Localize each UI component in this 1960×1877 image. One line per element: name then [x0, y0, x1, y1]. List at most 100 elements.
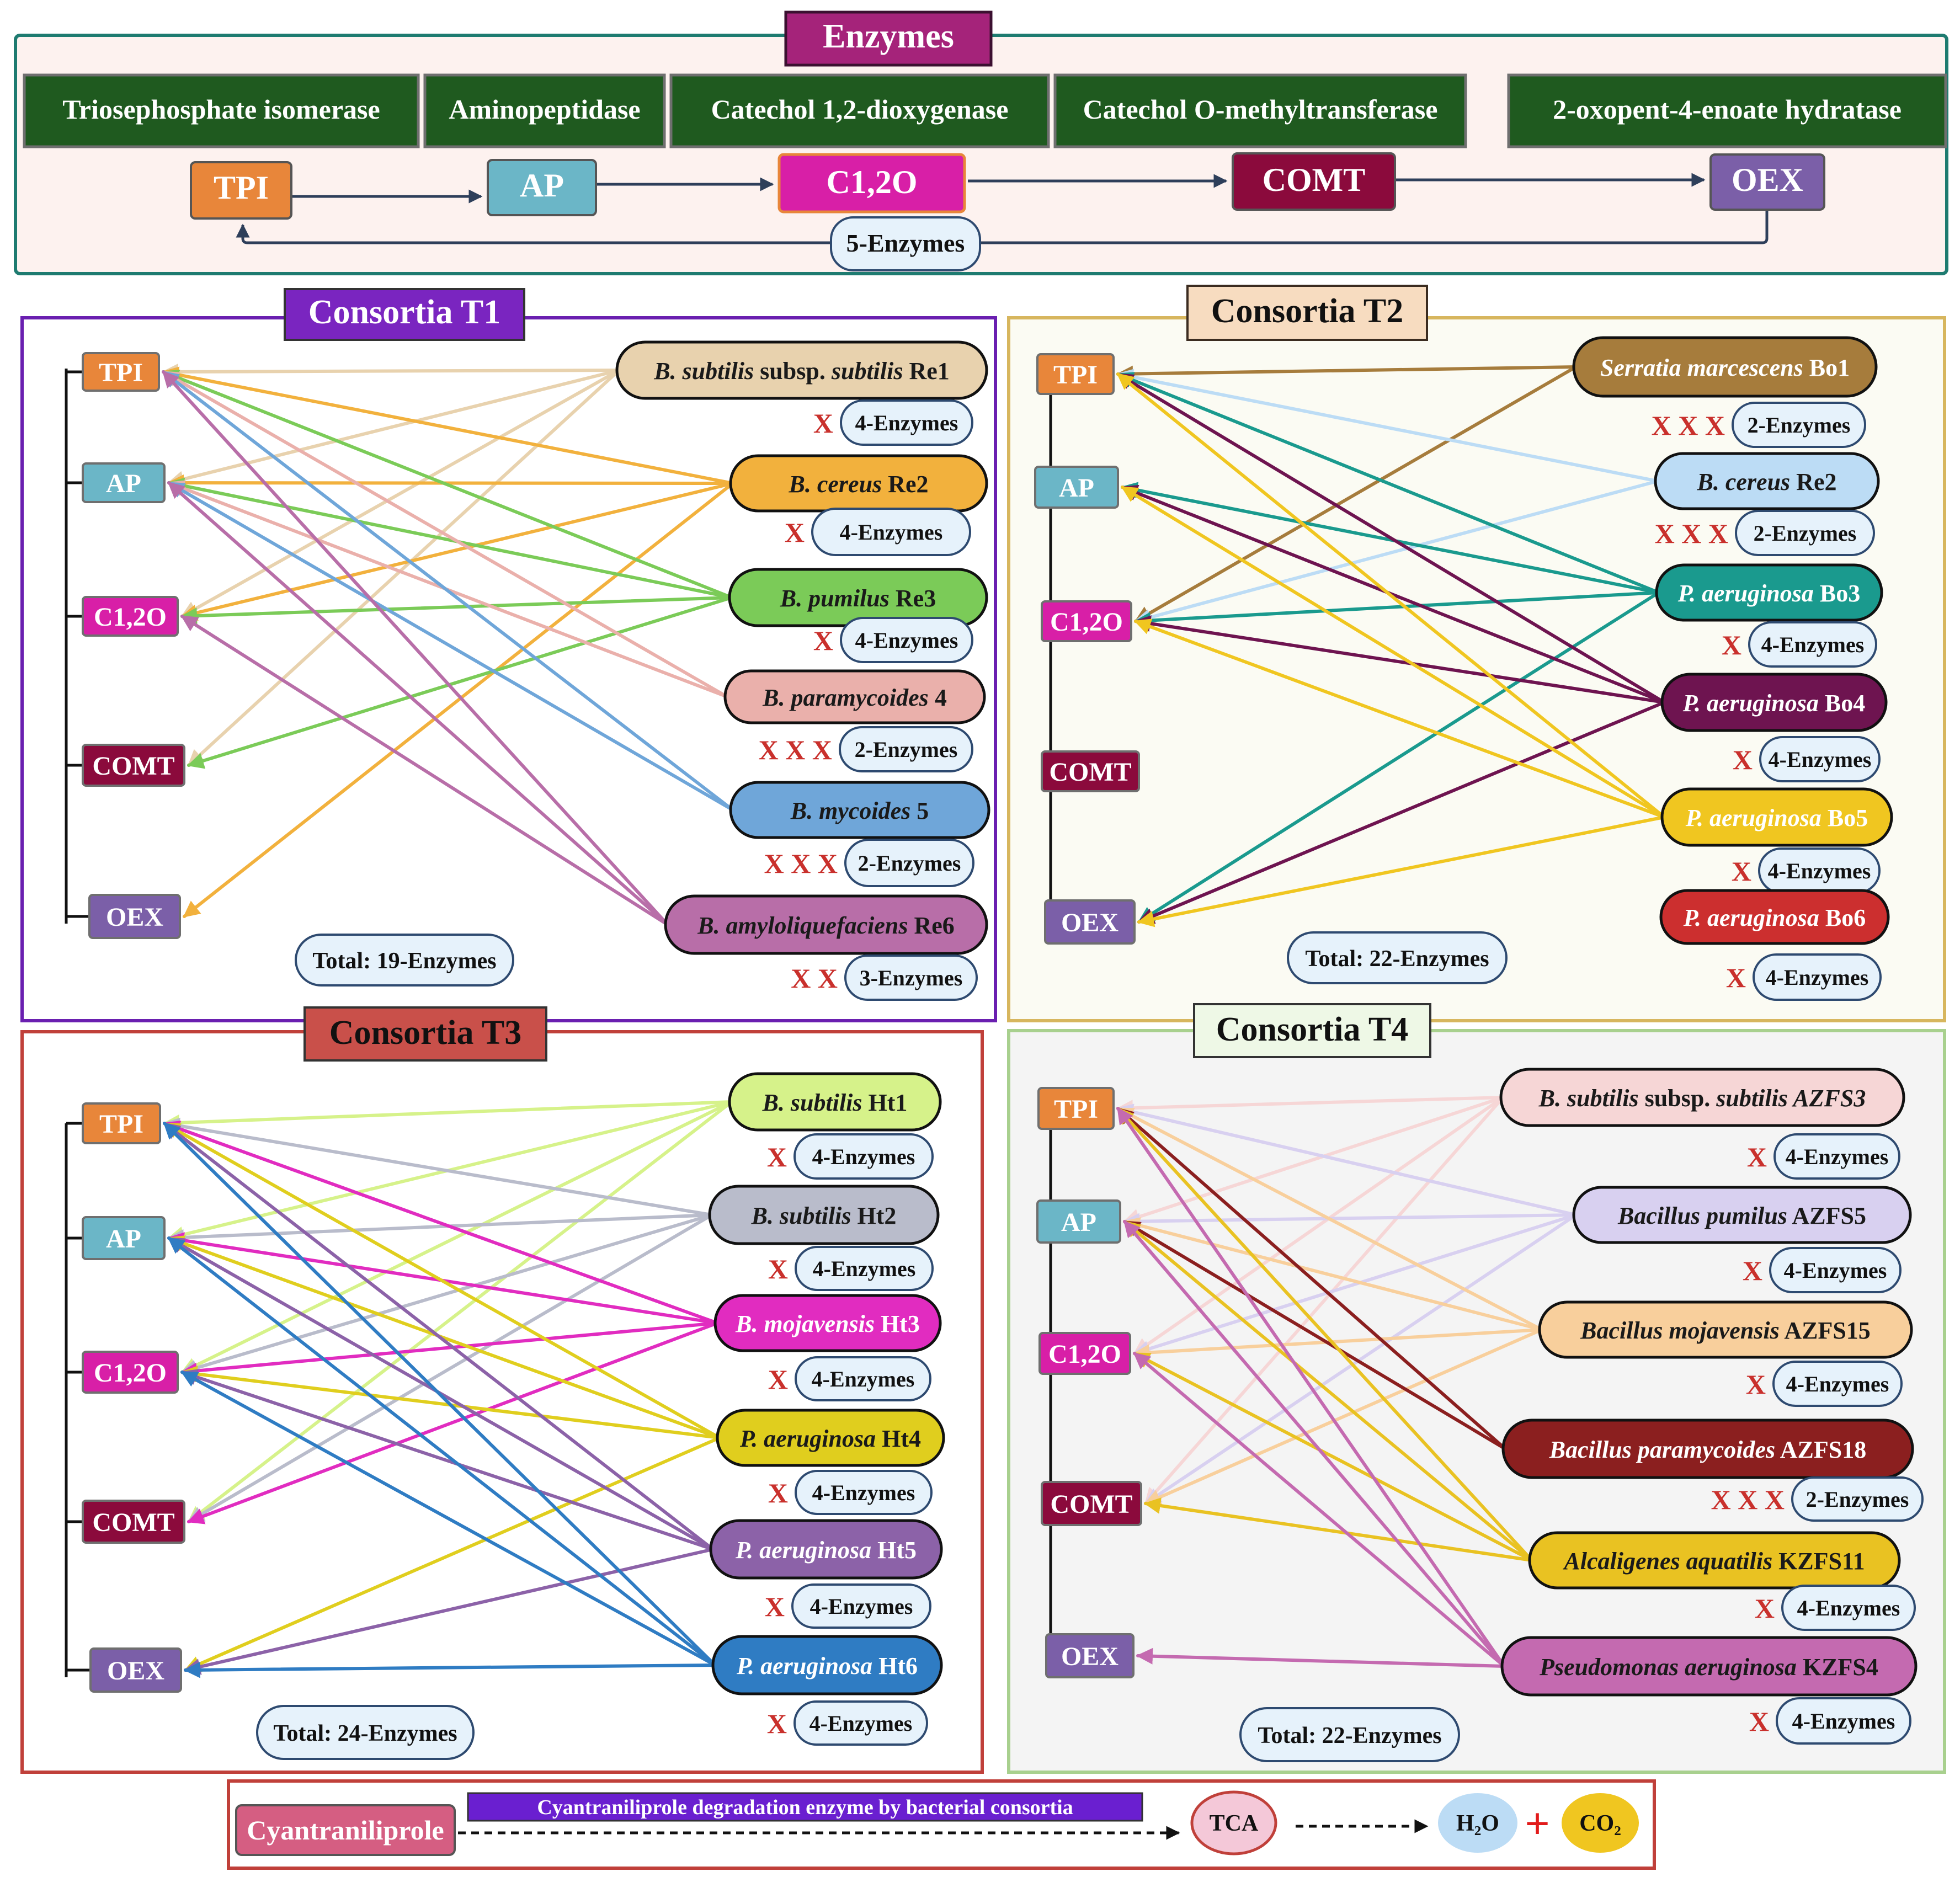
link-strain-1-to-tpi	[163, 1100, 733, 1131]
link-strain-6-to-ap	[1123, 1220, 1506, 1668]
link-strain-5-to-ap	[1121, 486, 1666, 819]
enzyme-node-tpi	[82, 1102, 161, 1144]
strain-box	[711, 1635, 943, 1695]
link-strain-5-to-ap	[167, 481, 734, 812]
enzyme-flow: TPI AP C1,2O COMT OEX 5-Enzymes	[190, 152, 1825, 271]
enzyme-count-label: 3-Enzymes	[860, 966, 963, 990]
enzyme-node-label: COMT	[1049, 758, 1131, 787]
link-strain-3-to-ap	[1121, 482, 1660, 594]
strain-name: P. aeruginosa Bo5	[1685, 804, 1868, 831]
panel-t4-title-box	[1193, 1003, 1431, 1058]
enzyme-node-label: COMT	[92, 751, 174, 781]
enzyme-node-ap	[82, 462, 166, 503]
enzyme-node-tpi	[1037, 1087, 1115, 1130]
total-label: Total: 19-Enzymes	[312, 948, 496, 974]
link-strain-1-to-c12o	[1134, 365, 1578, 623]
enzyme-count-label: 4-Enzymes	[1786, 1144, 1889, 1169]
missing-enzyme-marks: X	[1746, 1369, 1766, 1400]
strain-name: P. aeruginosa Bo4	[1682, 690, 1866, 717]
full-name-ap: Aminopeptidase	[449, 94, 640, 125]
link-strain-4-to-tpi	[1116, 1107, 1507, 1451]
strain-name: P. aeruginosa Bo6	[1683, 904, 1866, 931]
full-name-comt: Catechol O-methyltransferase	[1083, 94, 1438, 125]
link-strain-1-to-ap	[1123, 1096, 1505, 1225]
enzyme-count-badge	[844, 955, 978, 1001]
enzyme-count-badge	[1748, 621, 1877, 668]
link-strain-3-to-c12o	[1133, 1328, 1543, 1361]
enzyme-node-comt	[1041, 750, 1140, 792]
link-strain-4-to-tpi	[1116, 372, 1666, 704]
link-strain-2-to-c12o	[1134, 479, 1659, 626]
missing-enzyme-marks: X X X	[764, 848, 838, 879]
link-strain-6-to-tpi	[1116, 1107, 1506, 1668]
link-strain-2-to-tpi	[162, 366, 734, 485]
link-strain-5-to-ap	[1123, 1220, 1533, 1562]
panel-t2-title: Consortia T2	[1211, 292, 1404, 330]
link-strain-4-to-tpi	[162, 370, 729, 698]
enzyme-node-label: OEX	[106, 903, 163, 932]
link-strain-6-to-oex	[184, 1661, 717, 1678]
missing-enzyme-marks: X X X	[1652, 410, 1725, 441]
enzymes-panel: Enzymes Triosephosphate isomerase Aminop…	[14, 10, 1948, 275]
strain-name: B. subtilis Ht2	[751, 1202, 897, 1229]
link-strain-1-to-comt	[187, 1100, 733, 1523]
missing-enzyme-marks: X	[768, 1254, 788, 1284]
strain-box	[1538, 1300, 1913, 1359]
enzyme-node-label: AP	[106, 469, 141, 498]
enzyme-node-label: TPI	[99, 358, 143, 387]
link-strain-2-to-ap	[1123, 1213, 1578, 1230]
enzyme-count-label: 4-Enzymes	[840, 520, 943, 545]
enzyme-count-label: 2-Enzymes	[858, 851, 961, 876]
enzyme-node-comt	[82, 744, 185, 787]
link-strain-2-to-tpi	[163, 1117, 713, 1217]
strain-name: Pseudomonas aeruginosa KZFS4	[1539, 1654, 1878, 1681]
enzyme-count-badge	[839, 726, 973, 772]
link-strain-6-to-c12o	[180, 615, 669, 926]
enzyme-node-ap	[82, 1216, 166, 1260]
link-strain-5-to-oex	[184, 1548, 715, 1675]
panel-t1-title-box	[284, 288, 525, 341]
enzymes-title-box	[784, 10, 993, 67]
enzyme-count-badge	[793, 1700, 928, 1746]
link-strain-1-to-comt	[1144, 1096, 1505, 1505]
enzyme-node-tpi	[1036, 353, 1115, 395]
connection-lines	[1116, 1096, 1578, 1668]
link-strain-3-to-ap	[167, 477, 733, 599]
co2-node	[1562, 1793, 1639, 1853]
link-strain-5-to-tpi	[163, 1122, 715, 1551]
link-strain-5-to-tpi	[1116, 372, 1666, 819]
link-strain-3-to-c12o	[180, 596, 733, 625]
enzyme-count-label: 4-Enzymes	[1797, 1596, 1900, 1620]
strain-name: P. aeruginosa Ht4	[739, 1425, 921, 1452]
connection-lines	[1116, 365, 1666, 927]
enzyme-node-label: C1,2O	[94, 602, 167, 632]
strain-name: P. aeruginosa Ht6	[736, 1652, 918, 1679]
strain-box	[1654, 452, 1880, 510]
enzyme-node-c12o	[1038, 1332, 1131, 1375]
strain-box	[723, 669, 986, 724]
enzyme-count-badge	[1769, 1247, 1902, 1293]
enzyme-count-badge	[1776, 1697, 1911, 1745]
total-badge	[256, 1705, 475, 1760]
strain-name: Bacillus mojavensis AZFS15	[1580, 1317, 1871, 1344]
missing-enzyme-marks: X	[1722, 630, 1741, 660]
tca-label: TCA	[1210, 1811, 1259, 1836]
link-strain-3-to-tpi	[1116, 372, 1660, 594]
missing-enzyme-marks: X X X	[759, 734, 832, 765]
link-strain-3-to-comt	[187, 596, 733, 769]
enzymes-title: Enzymes	[823, 18, 954, 55]
strain-name: B. mojavensis Ht3	[735, 1310, 920, 1337]
total-badge	[1287, 931, 1508, 984]
strain-box	[1572, 1186, 1912, 1244]
link-strain-5-to-tpi	[1116, 1107, 1533, 1562]
link-strain-3-to-comt	[1144, 1328, 1543, 1505]
enzymes-panel-frame	[14, 34, 1948, 275]
water-label: H₂O	[1456, 1811, 1499, 1836]
enzyme-count-label: 4-Enzymes	[1769, 747, 1872, 772]
enzyme-count-label: 4-Enzymes	[810, 1594, 913, 1619]
